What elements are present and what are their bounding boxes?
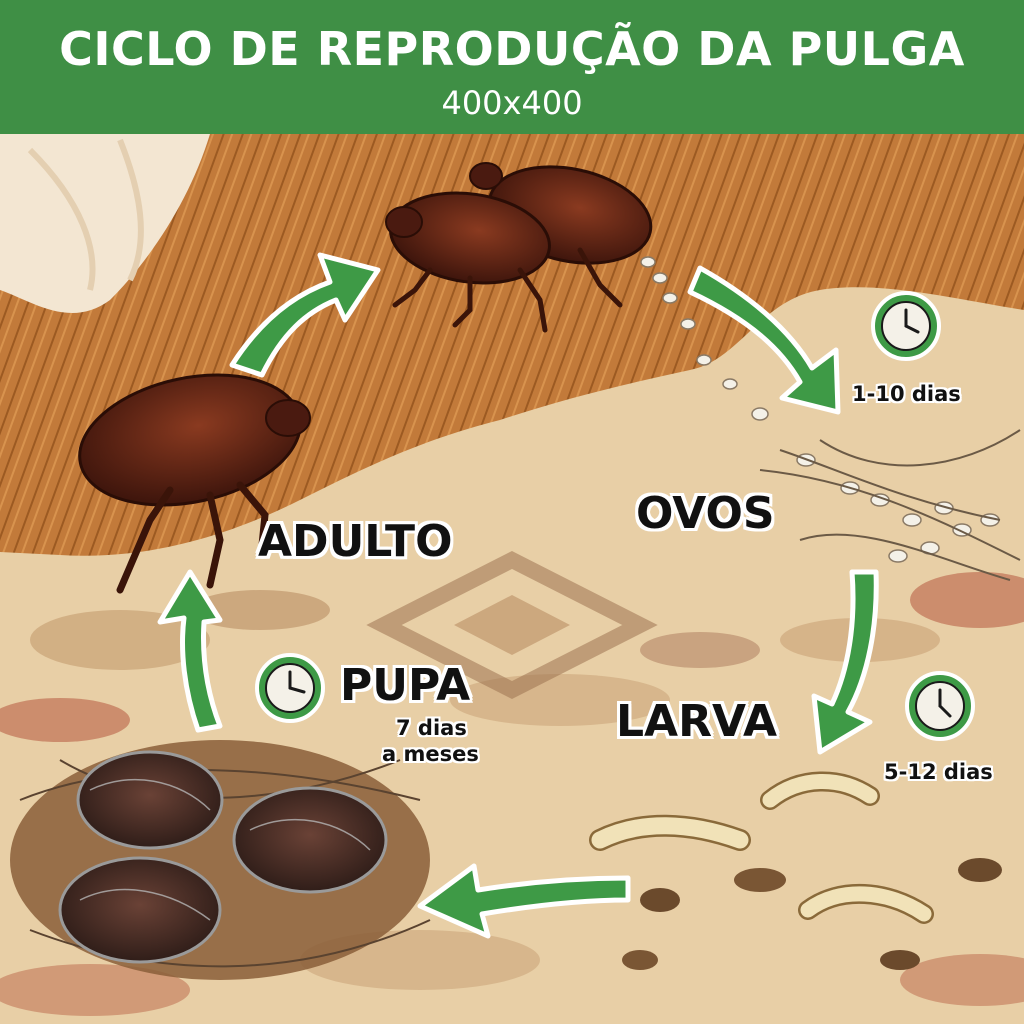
egg [680,318,696,330]
flea-mating-pair [385,162,653,333]
clock-icon [255,653,325,723]
cycle-arrow-to-adult [157,569,223,733]
clock-icon [905,671,975,741]
stage-label-ovos: OVOS [636,488,775,539]
egg-debris [759,429,1021,581]
egg [652,272,668,284]
stage-label-adulto: ADULTO [258,516,453,567]
egg [888,549,908,563]
flea-adult-left [78,373,311,594]
cycle-arrow-to-larva [811,569,879,755]
stage-label-larva: LARVA [616,696,778,747]
egg [640,256,656,268]
stage-label-pupa: PUPA [340,660,471,711]
larva-group [589,771,1002,970]
cocoon [58,856,222,964]
illustration-scene [0,134,1024,1024]
egg [902,513,922,527]
cycle-arrow-to-eggs [687,265,841,415]
pupa-nest [10,740,431,980]
egg [751,407,769,421]
duration-larva: 5-12 dias [884,760,993,784]
cycle-arrow-adult-to-mating [229,252,381,378]
cocoon [232,786,388,894]
cycle-arrow-to-pupa [417,863,631,939]
page-title: CICLO DE REPRODUÇÃO DA PULGA [59,22,965,76]
duration-ovos: 1-10 dias [852,382,961,406]
cocoon [76,750,224,850]
cycle-arrows [157,252,879,939]
clock-icon [871,291,941,361]
duration-pupa-line2: a meses [382,742,479,766]
duration-pupa-line1: 7 dias [396,716,467,740]
page-subtitle: 400x400 [441,84,583,122]
egg [662,292,678,304]
egg [722,378,738,390]
header-banner: CICLO DE REPRODUÇÃO DA PULGA 400x400 [0,0,1024,134]
egg [696,354,712,366]
